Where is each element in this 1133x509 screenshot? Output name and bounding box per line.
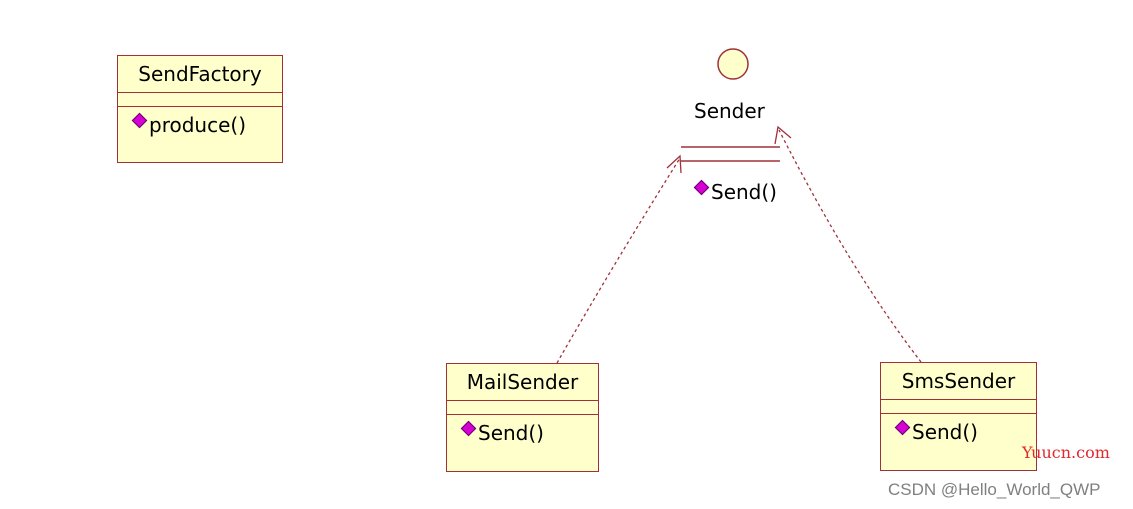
operation-label: Send() (478, 421, 544, 445)
public-method-icon (460, 420, 477, 437)
realization-smssender-sender (778, 129, 922, 363)
class-operations: Send() (447, 415, 598, 461)
class-attributes (881, 400, 1036, 414)
class-name: SmsSender (881, 363, 1036, 400)
class-attributes (447, 401, 598, 415)
public-method-icon (894, 419, 911, 436)
interface-operation: Send() (693, 179, 777, 204)
realization-mailsender-sender (556, 157, 681, 364)
watermark-site: Yuucn.com (1022, 443, 1110, 462)
operation-label: Send() (912, 420, 978, 444)
operation-label: produce() (149, 113, 246, 137)
class-operations: produce() (118, 107, 282, 153)
public-method-icon (693, 179, 710, 196)
class-smssender[interactable]: SmsSender Send() (880, 362, 1037, 471)
class-name: SendFactory (118, 56, 282, 93)
interface-name: Sender (694, 99, 765, 123)
public-method-icon (131, 112, 148, 129)
class-attributes (118, 93, 282, 107)
class-mailsender[interactable]: MailSender Send() (446, 363, 599, 472)
class-sendfactory[interactable]: SendFactory produce() (117, 55, 283, 163)
watermark-author: CSDN @Hello_World_QWP (888, 480, 1101, 499)
operation-label: Send() (711, 180, 777, 204)
realization-arrowhead-left (666, 154, 682, 174)
class-name: MailSender (447, 364, 598, 401)
interface-circle-icon (717, 48, 749, 80)
class-operations: Send() (881, 414, 1036, 460)
realization-arrowhead-right (774, 125, 792, 145)
